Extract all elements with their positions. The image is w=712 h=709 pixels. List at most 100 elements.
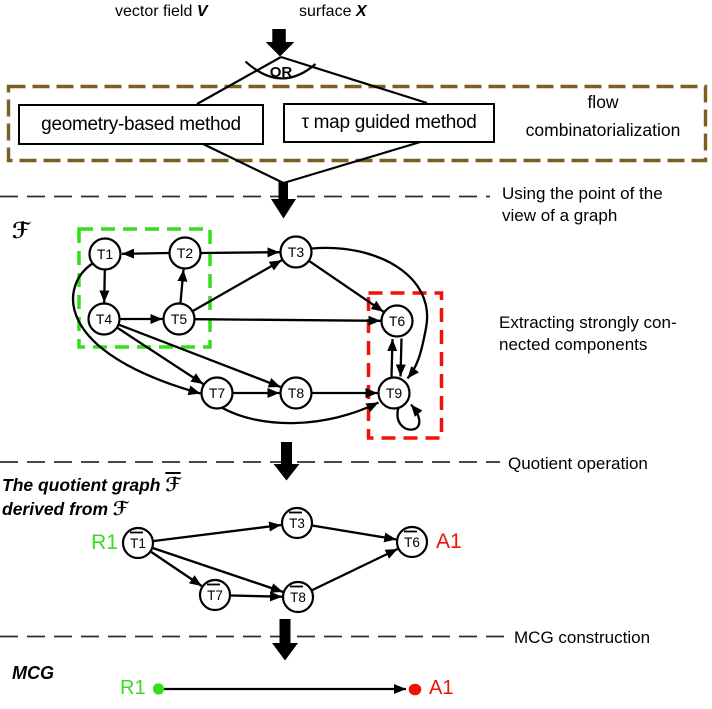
edge-t5-t2 — [177, 269, 188, 303]
edge-qt1-qt8 — [152, 547, 284, 593]
node-qt7-label: T7 — [207, 588, 223, 603]
node-qt1-circle — [121, 526, 155, 560]
surface-symbol: X — [355, 3, 367, 20]
arrow-quotient-operation — [273, 442, 300, 481]
graph-f-title: ℱ — [12, 219, 30, 244]
scc-sink-dashed-box — [366, 291, 444, 440]
node-qt1-label: T1 — [130, 536, 146, 551]
node-t4-label: T4 — [96, 311, 113, 327]
step2-caption: Extracting strongly con- nected componen… — [499, 312, 677, 355]
edge-qt1-qt7 — [150, 551, 203, 587]
step1-caption-line1: Using the point of the — [502, 184, 663, 203]
node-t8-circle — [279, 376, 313, 410]
mcg-sink-label: A1 — [429, 677, 454, 699]
quotient-sink-label: A1 — [436, 530, 462, 553]
input-surface-label: surface X — [299, 3, 367, 21]
vector-field-symbol: V — [196, 3, 208, 20]
edge-qt1-qt3 — [153, 521, 282, 543]
node-t6-circle — [380, 304, 414, 338]
or-arc — [244, 60, 317, 80]
node-qt3-circle — [280, 506, 314, 540]
diamond-line-upper-right — [280, 55, 428, 105]
edge-t3-t6 — [308, 260, 385, 313]
step2-caption-line2: nected components — [499, 334, 648, 354]
node-t2-label: T2 — [177, 245, 194, 261]
node-t7-circle — [200, 376, 234, 410]
quotient-heading-line1: The quotient graph ℱ — [2, 474, 181, 498]
edge-t7-t9-curve — [220, 401, 380, 425]
mcg-graph — [152, 683, 422, 696]
quotient-source-label: R1 — [91, 531, 118, 554]
edge-t9-self-loop — [396, 403, 423, 431]
mcg-title: MCG — [12, 663, 54, 683]
flow-caption-line1: flow — [587, 92, 619, 112]
tau-map-guided-method-box: τ map guided method — [283, 103, 495, 143]
edge-t4-t7 — [117, 327, 204, 385]
node-t5-label: T5 — [171, 311, 188, 327]
node-t7-label: T7 — [209, 385, 226, 401]
edge-t1-t4 — [99, 270, 110, 303]
node-t3-label: T3 — [288, 244, 305, 260]
edge-t6-t9 — [395, 338, 406, 377]
quotient-heading: The quotient graph ℱ derived from ℱ — [2, 474, 181, 521]
arrow-to-graph-view — [271, 182, 296, 219]
edge-t3-t9-curve — [311, 246, 429, 380]
quotient-f-symbol: ℱ — [112, 497, 129, 520]
diamond-line-upper-left — [196, 56, 282, 105]
edge-t5-t6 — [195, 315, 381, 326]
step2-caption-line1: Extracting strongly con- — [499, 313, 677, 332]
tau-map-guided-method-label: τ map guided method — [301, 112, 477, 133]
edge-t2-t3 — [201, 247, 280, 258]
graph-f-nodes: T1 T2 T3 T4 T5 T6 T7 T8 T9 — [87, 235, 414, 410]
arrow-mcg-construction — [272, 619, 298, 661]
node-qt8-label: T8 — [290, 590, 306, 605]
flow-caption-line2: combinatorialization — [525, 120, 681, 140]
edge-t4-t8 — [118, 323, 282, 389]
node-t9-circle — [377, 376, 411, 410]
quotient-heading-text1: The quotient graph — [2, 475, 161, 495]
node-t5-circle — [162, 302, 196, 336]
node-t4-circle — [87, 302, 121, 336]
node-t2-circle — [168, 236, 202, 270]
quotient-fbar-symbol: ℱ — [165, 474, 181, 496]
node-qt7-circle — [198, 578, 232, 612]
node-t9-label: T9 — [386, 385, 403, 401]
flow-combinatorialization-caption: flow combinatorialization — [503, 88, 703, 144]
node-qt8-circle — [281, 580, 315, 614]
node-qt3-label: T3 — [289, 516, 305, 531]
edge-qt3-qt6 — [312, 524, 397, 543]
vector-field-text: vector field — [115, 3, 193, 20]
node-qt6-label: T6 — [404, 535, 420, 550]
edge-qt7-qt8 — [230, 591, 283, 602]
edge-t9-t6 — [387, 338, 398, 378]
quotient-heading-text2: derived from — [2, 498, 108, 519]
scc-source-dashed-box — [77, 227, 212, 349]
quotient-graph-edges — [150, 521, 399, 602]
graph-f-edges — [71, 246, 429, 431]
quotient-heading-line2: derived from ℱ — [2, 498, 181, 522]
edge-t2-t1 — [121, 248, 169, 259]
node-qt6-circle — [395, 525, 429, 559]
step1-caption-line2: view of a graph — [502, 205, 618, 225]
or-branch-diamond — [196, 55, 428, 185]
mcg-source-dot — [152, 683, 165, 695]
arrow-input-to-or — [265, 29, 295, 57]
input-vector-field-label: vector field V — [115, 3, 208, 21]
or-label: OR — [269, 64, 293, 81]
step3-caption: Quotient operation — [508, 454, 648, 473]
mcg-source-label: R1 — [120, 677, 146, 699]
node-t1-label: T1 — [97, 246, 114, 262]
geometry-based-method-label: geometry-based method — [41, 113, 241, 135]
edge-t1-t7-curve — [71, 262, 201, 396]
geometry-based-method-box: geometry-based method — [18, 104, 264, 145]
node-t3-circle — [279, 235, 313, 269]
edge-t5-t3 — [192, 259, 283, 312]
node-t6-label: T6 — [389, 313, 406, 329]
node-t1-circle — [88, 237, 122, 271]
step4-caption: MCG construction — [514, 628, 651, 647]
node-t8-label: T8 — [288, 385, 305, 401]
diamond-line-lower-right — [283, 138, 428, 185]
mcg-sink-dot — [408, 683, 422, 696]
edge-qt8-qt6 — [311, 547, 399, 592]
